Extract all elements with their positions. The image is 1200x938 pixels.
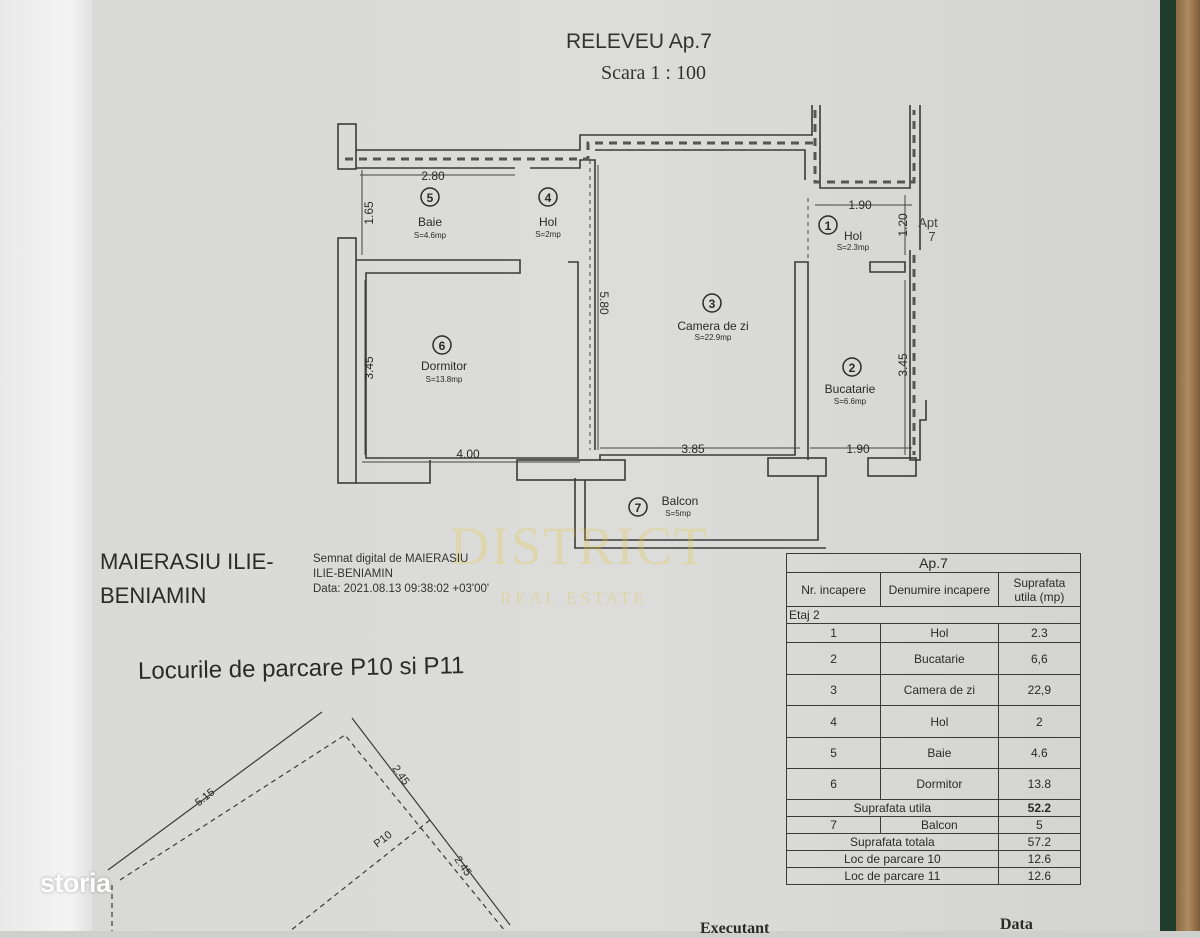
cell: Bucatarie (880, 642, 999, 675)
room-4-number: 4 (545, 191, 552, 205)
parking11-value: 12.6 (997, 867, 1082, 885)
scale-label: Scara 1 : 100 (601, 62, 706, 84)
cell: 2 (785, 642, 882, 675)
signature-date: Data: 2021.08.13 09:38:02 +03'00' (313, 583, 490, 595)
cell: 5 (785, 737, 882, 769)
dim-1-90-top: 1.90 (848, 198, 872, 212)
room-5-number: 5 (427, 191, 434, 205)
signer-name: MAIERASIU ILIE- BENIAMIN (100, 545, 274, 613)
apt-label: Apt (918, 215, 938, 230)
cell: 2 (997, 705, 1082, 738)
rooms-table: Ap.7 Nr. incapere Denumire incapere Supr… (785, 553, 1082, 885)
room-6-area: S=13.8mp (426, 375, 463, 384)
cell: 7 (785, 816, 882, 834)
dim-3-85: 3.85 (681, 442, 705, 456)
dim-2-80: 2.80 (421, 169, 445, 183)
cell: Balcon (880, 816, 999, 834)
floor-label: Etaj 2 (786, 606, 1081, 624)
watermark: DISTRICT (450, 516, 709, 576)
signer-name-line1: MAIERASIU ILIE- (100, 549, 274, 574)
cell: 2.3 (997, 623, 1082, 643)
page-title: RELEVEU Ap.7 (566, 30, 712, 53)
cell: 22,9 (997, 674, 1082, 706)
table-surface (1176, 0, 1200, 931)
dim-1-90-bottom: 1.90 (846, 442, 870, 456)
dim-1-65: 1.65 (362, 201, 376, 225)
cell: Dormitor (880, 768, 999, 800)
watermark-sub: REAL ESTATE (500, 588, 648, 608)
digital-signature: Semnat digital de MAIERASIU ILIE-BENIAMI… (313, 552, 489, 597)
executant-label: Executant (700, 920, 770, 937)
total-area-value: 57.2 (997, 833, 1082, 851)
cell: 6 (785, 768, 882, 800)
cell: 6,6 (997, 642, 1082, 675)
parking-title: Locurile de parcare P10 si P11 (137, 652, 465, 685)
room-1-area: S=2.3mp (837, 243, 870, 252)
room-4-name: Hol (539, 215, 557, 229)
room-2-number: 2 (849, 361, 856, 375)
signer-name-line2: BENIAMIN (100, 583, 207, 608)
useful-area-label: Suprafata utila (786, 799, 999, 817)
room-3-name: Camera de zi (677, 319, 748, 333)
room-1-number: 1 (825, 219, 832, 233)
header-area: Suprafata utila (mp) (997, 572, 1082, 607)
room-1-name: Hol (844, 229, 862, 243)
total-area-label: Suprafata totala (786, 833, 999, 851)
room-5-area: S=4.6mp (414, 231, 447, 240)
cell: 5 (997, 816, 1082, 834)
parking-label-p10: P10 (372, 829, 395, 851)
room-7-area: S=5mp (665, 509, 691, 518)
cell: Camera de zi (880, 674, 999, 706)
table-title: Ap.7 (786, 553, 1081, 573)
parking10-value: 12.6 (997, 850, 1082, 868)
signature-line1: Semnat digital de MAIERASIU (313, 553, 469, 565)
room-5-name: Baie (418, 215, 442, 229)
binder-edge (1160, 0, 1176, 931)
useful-area-value: 52.2 (997, 799, 1082, 817)
parking11-label: Loc de parcare 11 (786, 867, 999, 885)
cell: Baie (880, 737, 999, 769)
cell: 1 (785, 623, 882, 643)
header-name: Denumire incapere (880, 572, 999, 607)
room-2-name: Bucatarie (825, 382, 876, 396)
header-nr: Nr. incapere (785, 572, 882, 607)
room-3-area: S=22.9mp (695, 333, 732, 342)
dim-5-80: 5.80 (597, 291, 611, 315)
dim-3-45-right: 3.45 (896, 353, 910, 377)
room-2-area: S=6.6mp (834, 397, 867, 406)
left-page-edge (0, 0, 100, 931)
cell: 4.6 (997, 737, 1082, 769)
signature-line2: ILIE-BENIAMIN (313, 568, 393, 580)
dim-3-45-left: 3.45 (362, 356, 376, 380)
cell: Hol (880, 705, 999, 738)
parking10-label: Loc de parcare 10 (786, 850, 999, 868)
parking-dim-2-45-top: 2.45 (389, 763, 411, 787)
parking-dim-2-45-bottom: 2.45 (451, 854, 473, 878)
storia-logo: storia (40, 868, 111, 898)
dim-4-00: 4.00 (456, 447, 480, 461)
room-7-number: 7 (635, 501, 642, 515)
room-6-number: 6 (439, 339, 446, 353)
parking-dim-5-15: 5.15 (193, 786, 217, 809)
cell: 13.8 (997, 768, 1082, 800)
room-7-name: Balcon (662, 494, 699, 508)
room-6-name: Dormitor (421, 359, 467, 373)
dim-1-20: 1.20 (896, 213, 910, 237)
room-3-number: 3 (709, 297, 716, 311)
cell: 3 (785, 674, 882, 706)
date-label: Data (1000, 916, 1033, 933)
room-4-area: S=2mp (535, 230, 561, 239)
cell: Hol (880, 623, 999, 643)
apt-number: 7 (928, 229, 935, 244)
cell: 4 (785, 705, 882, 738)
